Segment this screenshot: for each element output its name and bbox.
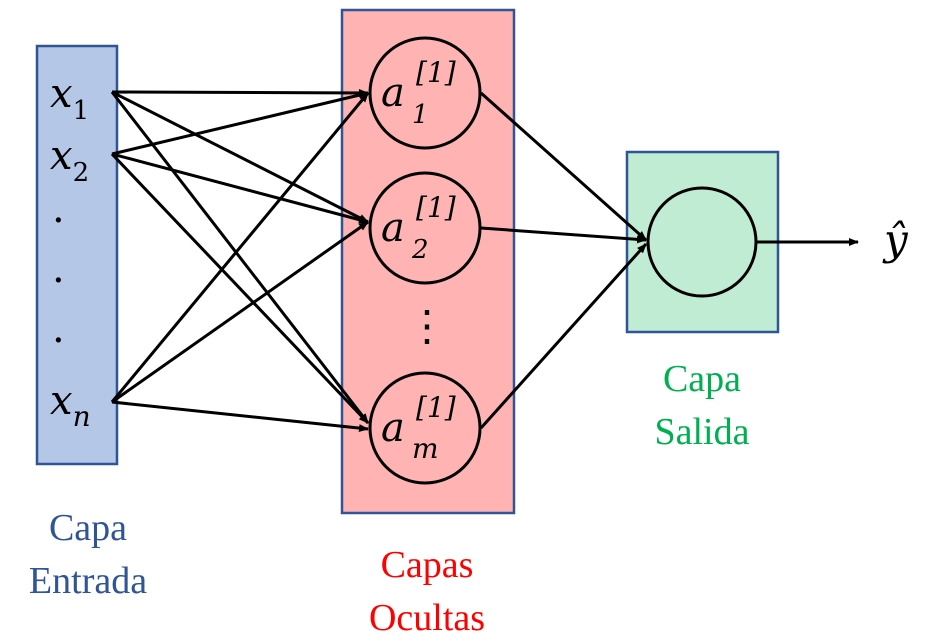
input-layer-caption: Capa Entrada — [29, 507, 147, 602]
edge-x1-am — [110, 91, 370, 424]
output-layer-caption: Capa Salida — [655, 358, 750, 453]
hidden-to-output-connections — [479, 91, 648, 430]
edge-xn-a1 — [110, 92, 370, 403]
svg-text:m: m — [412, 432, 439, 465]
edge-x2-am — [110, 152, 370, 425]
svg-text:a: a — [381, 205, 405, 251]
hidden-label-2: a [1] 2 — [381, 191, 456, 265]
svg-text:[1]: [1] — [416, 56, 456, 89]
hidden-label-m: a [1] m — [381, 391, 456, 465]
svg-text:Capas: Capas — [381, 544, 474, 586]
edge-a2-out — [480, 226, 647, 244]
edge-x1-a1 — [111, 88, 369, 97]
edge-x1-a2 — [111, 90, 369, 224]
svg-text:2: 2 — [411, 235, 429, 265]
edge-xn-am — [111, 400, 369, 433]
output-neuron — [646, 186, 758, 298]
edge-xn-a2 — [111, 220, 369, 404]
svg-text:1: 1 — [412, 100, 429, 130]
hidden-label-1: a [1] 1 — [381, 56, 456, 130]
svg-text:Salida: Salida — [655, 411, 750, 453]
hidden-neuron-m — [368, 371, 482, 485]
edge-x2-a2 — [111, 152, 369, 224]
input-layer-box — [35, 44, 119, 466]
hidden-neuron-1 — [368, 36, 482, 150]
hidden-layer-caption: Capas Ocultas — [369, 544, 485, 639]
input-ellipsis-dot-1: . — [52, 186, 65, 232]
input-label-x1: x1 — [50, 71, 89, 126]
input-to-hidden-connections — [110, 88, 370, 433]
svg-text:a: a — [381, 70, 405, 116]
svg-text:[1]: [1] — [416, 391, 456, 424]
edge-x2-a1 — [111, 91, 369, 156]
input-label-xn: xn — [50, 378, 91, 433]
hidden-neuron-2 — [368, 171, 482, 285]
svg-text:Entrada: Entrada — [29, 560, 147, 602]
svg-text:Ocultas: Ocultas — [369, 597, 485, 639]
svg-text:Capa: Capa — [663, 358, 741, 400]
svg-text:a: a — [381, 405, 405, 451]
input-label-x2: x2 — [50, 133, 89, 188]
input-ellipsis-dot-3: . — [52, 306, 65, 352]
hidden-vertical-ellipsis: ⋮ — [406, 301, 448, 350]
edge-a1-out — [480, 91, 647, 242]
input-ellipsis-dot-2: . — [52, 246, 65, 292]
svg-text:[1]: [1] — [416, 191, 456, 224]
output-label-yhat: ŷ — [882, 215, 909, 264]
edge-am-out — [479, 242, 648, 430]
svg-text:Capa: Capa — [49, 507, 127, 549]
